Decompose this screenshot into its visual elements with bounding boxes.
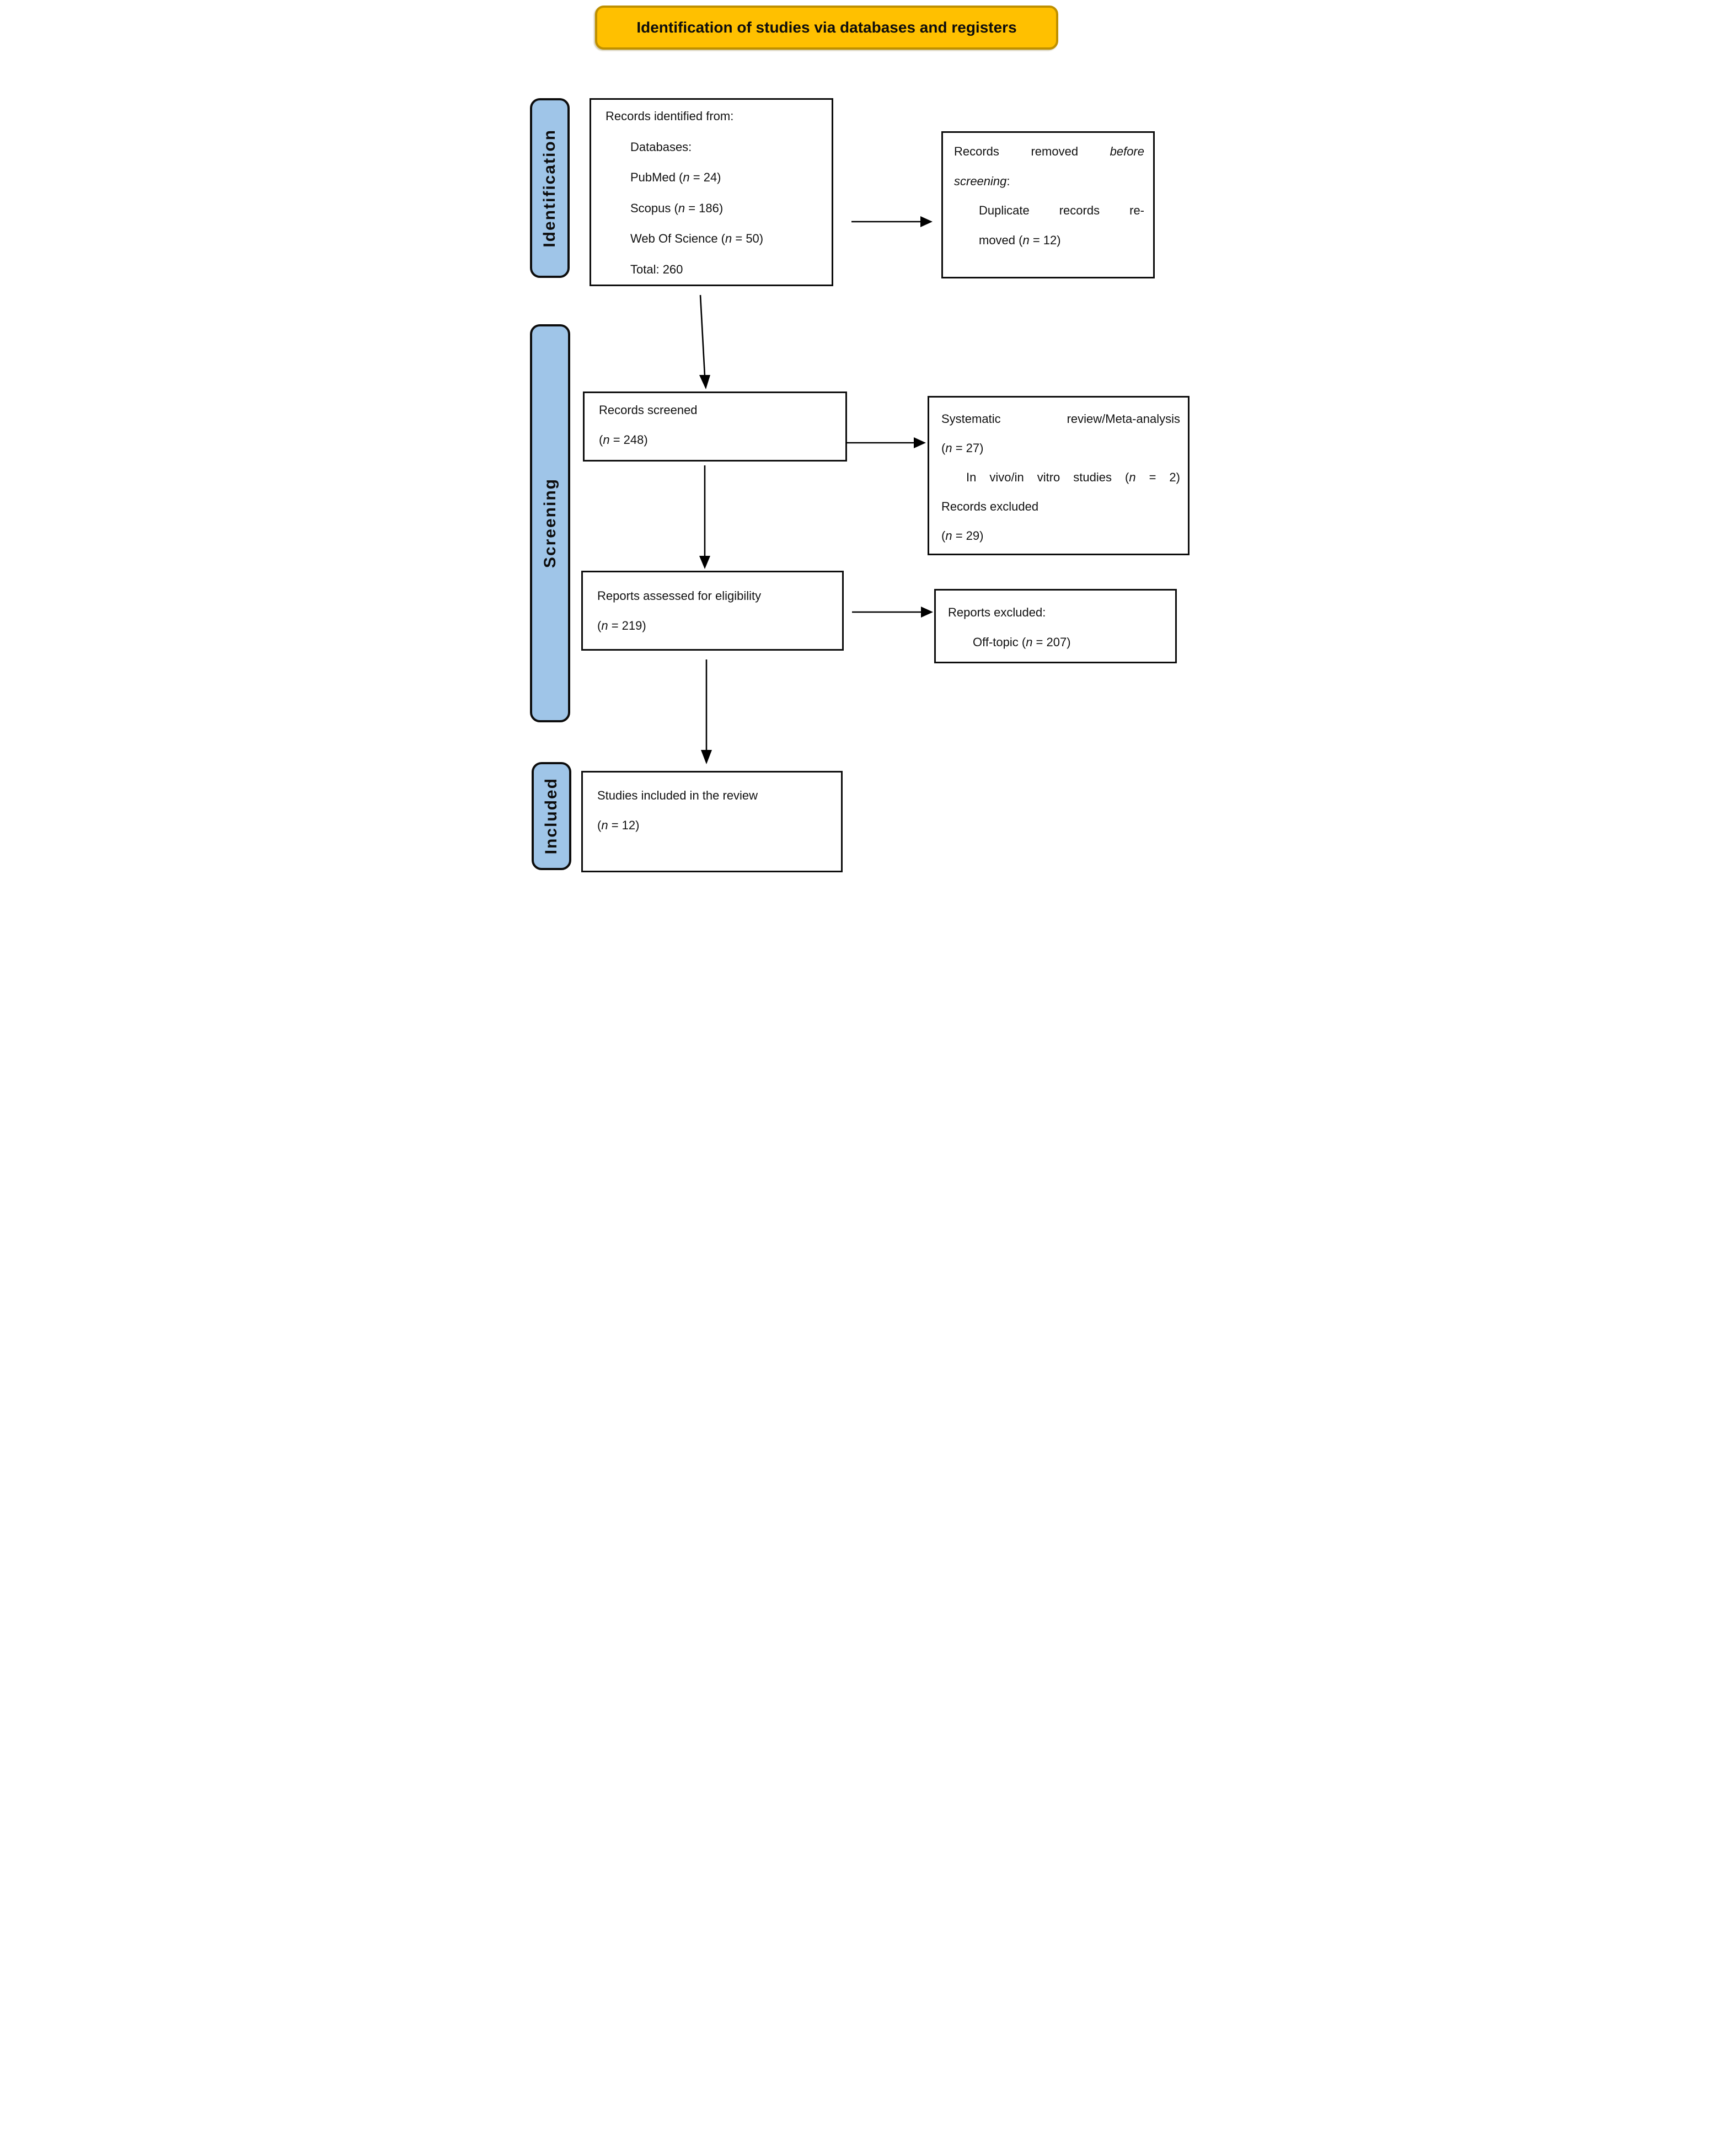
arrow-identified-to-removed bbox=[851, 216, 933, 227]
box-screening-exclusions: Systematic review/Meta-analysis (n = 27) I… bbox=[928, 396, 1190, 555]
arrow-screened-to-assessed bbox=[699, 465, 710, 569]
box-text-line: Off-topic (n = 207) bbox=[973, 635, 1071, 649]
box-text-line: Reports assessed for eligibility bbox=[597, 589, 762, 603]
stage-label-included: Included bbox=[532, 762, 571, 870]
box-text-line: moved (n = 12) bbox=[979, 233, 1061, 247]
box-text-line: PubMed (n = 24) bbox=[630, 170, 721, 184]
box-text-line: In vivo/in vitro studies (n = 2) bbox=[966, 470, 1180, 484]
box-studies-included-in-review: Studies included in the review (n = 12) bbox=[581, 771, 843, 872]
title-text: Identification of studies via databases … bbox=[636, 19, 1017, 36]
box-text-line: Total: 260 bbox=[630, 262, 683, 276]
box-text-line: Scopus (n = 186) bbox=[630, 201, 724, 215]
stage-label-screening-text: Screening bbox=[540, 478, 559, 569]
arrow-identified-to-screened bbox=[699, 294, 710, 389]
box-records-screened: Records screened (n = 248) bbox=[583, 391, 847, 462]
box-reports-assessed-for-eligibility: Reports assessed for eligibility (n = 219… bbox=[581, 571, 844, 651]
box-text-line: Reports excluded: bbox=[948, 605, 1046, 619]
title-banner: Identification of studies via databases … bbox=[595, 6, 1058, 50]
box-reports-excluded: Reports excluded: Off-topic (n = 207) bbox=[934, 589, 1177, 663]
box-text-line: screening: bbox=[954, 174, 1010, 188]
box-records-removed-before-screening: Records removed before screening: Duplicat… bbox=[941, 131, 1155, 278]
stage-label-included-text: Included bbox=[542, 777, 560, 855]
arrow-screened-to-excluded bbox=[846, 437, 926, 448]
arrow-assessed-to-reports-excluded bbox=[852, 607, 933, 618]
box-text-line: Records removed before bbox=[954, 144, 1144, 158]
stage-label-identification: Identification bbox=[530, 98, 570, 278]
arrow-assessed-to-included bbox=[701, 659, 712, 764]
stage-label-identification-text: Identification bbox=[540, 128, 559, 248]
box-text-line: Systematic review/Meta-analysis bbox=[941, 412, 1180, 426]
box-text-line: Databases: bbox=[630, 140, 692, 154]
box-text-line: (n = 248) bbox=[599, 433, 648, 447]
box-text-line: Records excluded bbox=[941, 500, 1039, 513]
box-text-line: (n = 29) bbox=[941, 529, 984, 543]
box-records-identified: Records identified from: Databases: PubMed… bbox=[590, 98, 833, 286]
box-text-line: (n = 27) bbox=[941, 441, 984, 455]
box-text-line: (n = 12) bbox=[597, 818, 640, 832]
box-text-line: Web Of Science (n = 50) bbox=[630, 232, 764, 245]
box-text-line: Records screened bbox=[599, 403, 698, 417]
box-text-line: (n = 219) bbox=[597, 619, 646, 632]
stage-label-screening: Screening bbox=[530, 324, 570, 722]
box-text-line: Records identified from: bbox=[606, 109, 734, 123]
box-text-line: Duplicate records re- bbox=[979, 203, 1144, 217]
prisma-flow-diagram: Identification of studies via databases … bbox=[515, 0, 1221, 877]
box-text-line: Studies included in the review bbox=[597, 789, 758, 802]
